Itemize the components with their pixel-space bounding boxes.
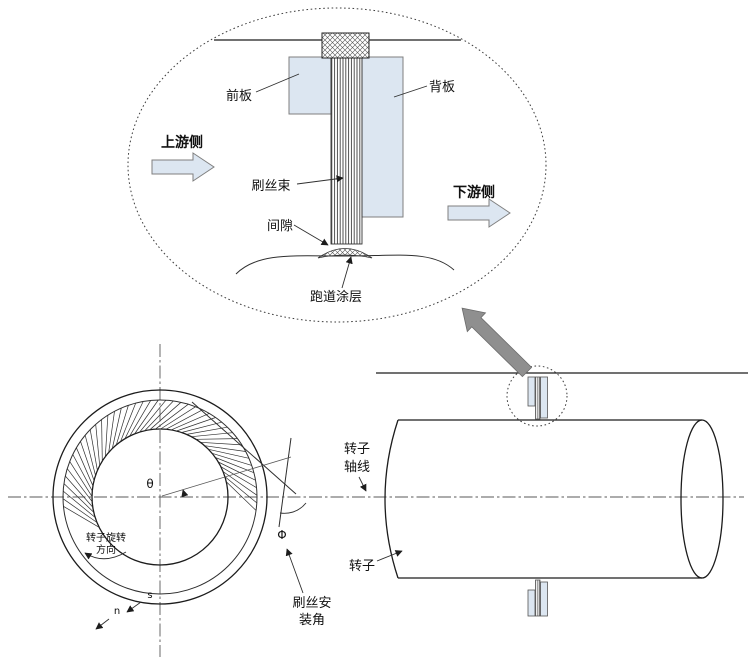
- mini-back-plate-bottom: [540, 581, 548, 617]
- front-plate-leader: [255, 73, 300, 93]
- detail-balloon-ellipse: [127, 7, 547, 323]
- phi-label: Φ: [277, 528, 286, 542]
- axis-label-line2: 轴线: [344, 460, 370, 475]
- back-plate: [361, 56, 404, 218]
- back-plate-leader: [393, 85, 428, 98]
- front-view: θ Φ 转子旋转 方向 s n 刷丝安 装角: [52, 389, 332, 630]
- axis-leader: [358, 476, 367, 492]
- n-axis-arrow: [95, 618, 110, 630]
- rotation-label-line1: 转子旋转: [86, 531, 126, 544]
- runway-coating: [317, 248, 373, 259]
- front-plate-label: 前板: [226, 88, 252, 104]
- bristle-hatch: [62, 399, 258, 528]
- bristle-pack: [330, 56, 363, 245]
- rotor-leader: [376, 550, 403, 562]
- housing-outer-circle: [52, 389, 268, 605]
- side-view: 转子 轴线 转子: [344, 307, 748, 617]
- detail-view: 前板 背板 上游侧 刷丝束 下游侧 间隙 跑道涂层: [127, 7, 547, 323]
- rotor-right-cap: [680, 419, 724, 579]
- bristle-label: 刷丝束: [251, 179, 290, 194]
- s-label: s: [147, 590, 152, 601]
- upstream-label: 上游侧: [161, 134, 203, 151]
- theta-radial-line: [161, 456, 292, 497]
- downstream-label: 下游侧: [453, 184, 495, 201]
- mini-back-plate-top: [540, 376, 548, 419]
- s-axis-arrow: [126, 601, 142, 613]
- tangent-line: [278, 437, 292, 528]
- bristle-leader: [296, 175, 344, 185]
- n-label: n: [114, 606, 120, 617]
- mini-front-plate-top: [527, 376, 536, 407]
- rotation-direction-arrow: [84, 551, 127, 560]
- housing-inner-circle: [62, 399, 258, 595]
- clearance-label: 间隙: [267, 219, 293, 234]
- install-angle-label-line2: 装角: [299, 613, 325, 628]
- callout-arrow-icon: [461, 307, 533, 378]
- theta-angle-arc: [181, 489, 189, 498]
- mini-bristle-top: [535, 376, 541, 420]
- coating-label: 跑道涂层: [310, 289, 362, 305]
- axis-label-line1: 转子: [344, 442, 370, 457]
- rotation-label-line2: 方向: [96, 543, 116, 556]
- install-angle-leader: [285, 548, 304, 594]
- rotor-label: 转子: [349, 559, 375, 574]
- install-angle-label-line1: 刷丝安: [292, 596, 331, 611]
- mini-bristle-bottom: [535, 579, 541, 617]
- mini-front-plate-bottom: [527, 589, 536, 617]
- rotor-circle: [91, 428, 229, 566]
- clamp-block: [321, 32, 370, 59]
- clearance-leader: [293, 224, 329, 246]
- phi-angle-arc: [279, 502, 307, 514]
- theta-label: θ: [146, 477, 153, 491]
- bristle-direction-line: [191, 401, 297, 495]
- rotor-surface-curve: [235, 254, 455, 275]
- upstream-flow-arrow-icon: [151, 152, 215, 182]
- coating-leader: [341, 256, 353, 289]
- downstream-flow-arrow-icon: [447, 198, 511, 228]
- front-plate: [288, 56, 332, 115]
- callout-circle: [506, 365, 568, 427]
- back-plate-label: 背板: [429, 80, 455, 95]
- rotor-left-cap: [384, 419, 399, 579]
